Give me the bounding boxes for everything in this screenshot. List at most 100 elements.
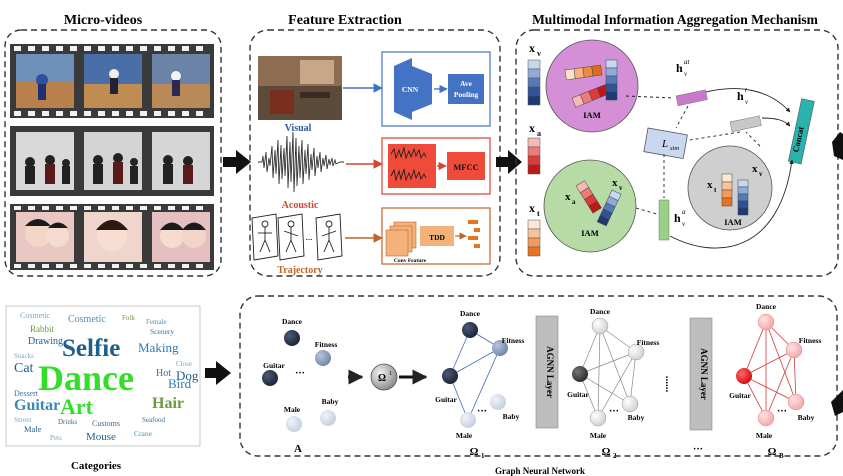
iam3-vectors xyxy=(721,173,749,216)
word-snacks: Snacks xyxy=(14,352,34,360)
graph-omega2: Dance Fitness Guitar Male Baby ··· Ω 2 xyxy=(567,307,659,460)
node-g2-baby-label: Baby xyxy=(628,413,645,422)
node-g1-fitness xyxy=(492,340,508,356)
xa-vector xyxy=(527,137,541,175)
word-drawing: Drawing xyxy=(28,336,63,347)
trajectory-sketch xyxy=(251,213,343,261)
node-a-dance-label: Dance xyxy=(282,317,303,326)
node-g2-baby xyxy=(621,395,639,413)
bottom-dots: ··· xyxy=(693,444,703,455)
ave-pooling-label-2: Pooling xyxy=(454,90,478,99)
omega-operator-label: Ω xyxy=(378,373,386,384)
lsim-sub: sim xyxy=(670,145,679,152)
xv-vector xyxy=(527,59,541,106)
node-g1-baby-label: Baby xyxy=(503,412,520,421)
xt-sub: t xyxy=(537,209,540,218)
word-female: Female xyxy=(146,318,167,326)
modality-label-trajectory: Trajectory xyxy=(277,265,322,276)
node-g1-dance-label: Dance xyxy=(460,309,481,318)
word-pets: Dessert xyxy=(14,389,39,398)
arrow-graph-out xyxy=(831,390,843,416)
film-strip-1 xyxy=(10,44,214,118)
trajectory-ellipsis: ... xyxy=(306,232,313,242)
word-drinks: Drinks xyxy=(58,418,77,426)
iam3-xt-sub: t xyxy=(714,186,717,194)
node-g1-dance xyxy=(462,322,478,338)
ave-pooling-box xyxy=(448,74,484,104)
categories-label: Categories xyxy=(71,460,122,472)
cnn-trapezoid-right xyxy=(412,66,432,112)
node-gb-male xyxy=(757,409,775,427)
label-omegab-sub: B xyxy=(779,452,784,460)
word-cosmetic: Cosmetic xyxy=(20,311,51,320)
iam2-xa-label: x xyxy=(565,191,571,203)
tdd-box xyxy=(420,226,454,246)
label-a: A xyxy=(294,443,302,455)
graph-omega1: Dance Fitness Guitar Male Baby ··· Ω 1 xyxy=(435,309,524,460)
node-g1-guitar xyxy=(442,368,458,384)
word-class: Street xyxy=(14,415,32,424)
spectrogram-wave-bottom xyxy=(390,168,427,182)
ht-label: h xyxy=(737,89,744,103)
word-folk: Folk xyxy=(122,314,135,322)
hat-sup: at xyxy=(684,58,691,66)
word-customs: Customs xyxy=(92,419,120,428)
graph-omegab: Dance Fitness Guitar Male Baby ··· Ω B xyxy=(729,302,821,460)
section-title-micro-videos: Micro-videos xyxy=(64,13,143,28)
mfcc-label: MFCC xyxy=(453,162,479,172)
iam3-xv-label: x xyxy=(752,163,758,175)
arrow-videos-to-features xyxy=(223,150,251,174)
node-g2-dance-label: Dance xyxy=(590,307,611,316)
node-gb-dance-label: Dance xyxy=(756,302,777,311)
conv-feature-stack xyxy=(385,221,417,257)
iam1-vectors xyxy=(564,59,618,108)
node-gb-baby-label: Baby xyxy=(798,413,815,422)
word-seafood: Seafood xyxy=(142,416,165,424)
node-g1-fitness-label: Fitness xyxy=(502,336,525,345)
node-gb-fitness xyxy=(785,341,803,359)
xv-sub: v xyxy=(537,49,541,58)
node-gb-guitar-label: Guitar xyxy=(729,391,751,400)
ave-pooling-label-1: Ave xyxy=(460,79,473,88)
node-g2-guitar-label: Guitar xyxy=(567,390,589,399)
node-a-dots: ··· xyxy=(295,368,305,379)
acoustic-waveform xyxy=(258,131,344,193)
aggregation-connectors xyxy=(625,88,794,249)
word-cat: Cat xyxy=(14,361,34,376)
node-g2-fitness-label: Fitness xyxy=(637,338,660,347)
section-title-feature-extraction: Feature Extraction xyxy=(288,13,402,28)
cnn-trapezoid-left xyxy=(394,58,412,120)
node-gb-fitness-label: Fitness xyxy=(799,336,822,345)
film-strip-2 xyxy=(10,126,214,196)
iam3-xv-sub: v xyxy=(759,170,763,178)
spectrogram-box xyxy=(388,144,436,188)
modality-label-acoustic: Acoustic xyxy=(282,200,319,211)
iam-label-2: IAM xyxy=(581,228,598,238)
xa-sub: a xyxy=(537,129,541,138)
iam3-xt-label: x xyxy=(707,179,713,191)
xt-label: x xyxy=(529,201,535,215)
word-crane: Crane xyxy=(134,429,153,438)
node-gb-guitar xyxy=(736,368,752,384)
word-selfie: Selfie xyxy=(62,335,120,362)
word-hair: Hair xyxy=(152,395,184,412)
word-making: Making xyxy=(138,340,179,355)
node-a-guitar xyxy=(262,370,278,386)
arrow-categories-to-graph xyxy=(205,361,231,385)
word-dance: Dance xyxy=(38,358,134,398)
ht-sub: v xyxy=(745,98,749,106)
agnn-layer-2 xyxy=(689,317,713,431)
iam2-xa-sub: a xyxy=(572,198,576,206)
xa-label: x xyxy=(529,121,535,135)
between-dots: ...... xyxy=(663,376,675,393)
agnn-layer-2-label: AGNN Layer xyxy=(699,348,709,400)
word-art: Guitar xyxy=(14,397,60,414)
ht-sup: t xyxy=(745,86,748,94)
node-g1-male xyxy=(460,412,476,428)
word-hot: Hot xyxy=(156,368,171,379)
omega-operator-sup: 1 xyxy=(389,371,392,377)
node-a-fitness xyxy=(315,350,331,366)
node-a-baby xyxy=(320,410,336,426)
mfcc-box xyxy=(447,152,485,180)
visual-frame-image xyxy=(258,56,342,120)
